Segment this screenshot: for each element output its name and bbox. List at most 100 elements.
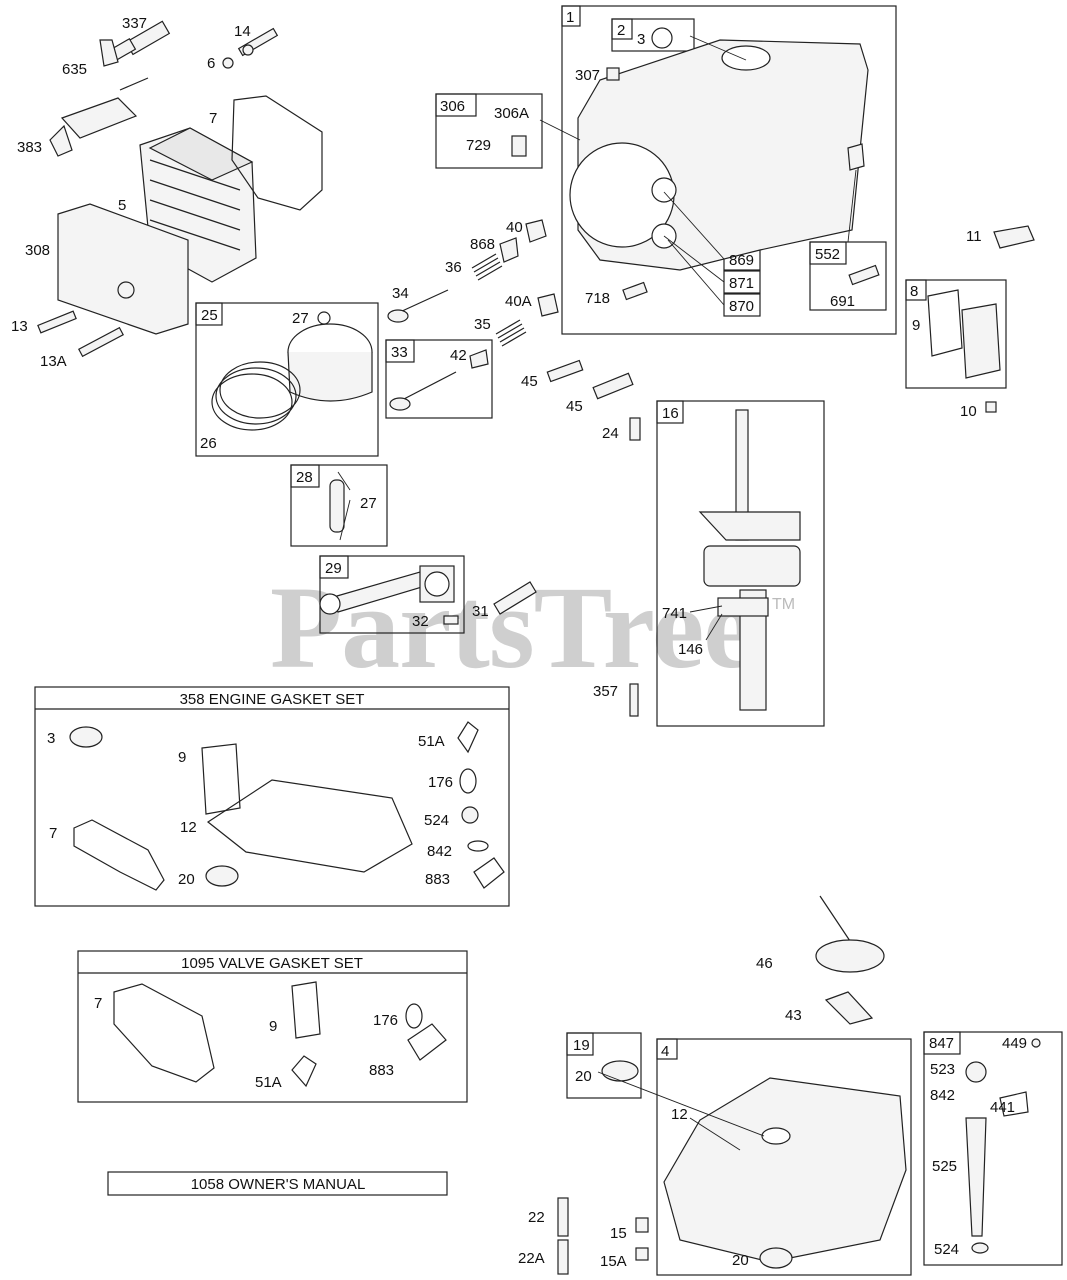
callout-40: 40 <box>506 219 523 236</box>
callout-9-kit: 9 <box>178 749 186 766</box>
gasket-883-valve-kit <box>407 1023 447 1061</box>
intake-valve <box>389 371 457 411</box>
crankshaft <box>698 409 801 711</box>
callout-5: 5 <box>118 197 126 214</box>
screw-449 <box>1031 1038 1041 1048</box>
bushing-729 <box>511 135 527 157</box>
callout-4: 4 <box>661 1043 669 1060</box>
valve-seal-40 <box>525 219 547 243</box>
spark-plug-boot <box>99 39 119 67</box>
callout-741: 741 <box>662 605 687 622</box>
callout-46: 46 <box>756 955 773 972</box>
gasket-51a-valve-kit <box>291 1055 317 1088</box>
callout-871: 871 <box>729 275 754 292</box>
callout-691: 691 <box>830 293 855 310</box>
callout-337: 337 <box>122 15 147 32</box>
crankcase-gasket-12 <box>206 779 413 873</box>
callout-9-breather: 9 <box>912 317 920 334</box>
bolt-22a <box>557 1239 569 1275</box>
seal-20-kit <box>205 865 239 887</box>
callout-869: 869 <box>729 252 754 269</box>
callout-2: 2 <box>617 22 625 39</box>
callout-3-kit: 3 <box>47 730 55 747</box>
group-box-cylinder <box>561 5 897 335</box>
gasket-9-kit <box>201 743 241 815</box>
callout-40a: 40A <box>505 293 532 310</box>
owners-manual-label: 1058 OWNER'S MANUAL <box>191 1176 366 1193</box>
callout-307: 307 <box>575 67 600 84</box>
gasket-51a <box>457 721 479 754</box>
callout-20-seal: 20 <box>575 1068 592 1085</box>
breather-tube <box>847 143 865 171</box>
group-box-847 <box>923 1031 1063 1266</box>
washer <box>222 57 234 69</box>
callout-842-kit: 842 <box>427 843 452 860</box>
seal-20-bottom <box>759 1247 793 1269</box>
callout-43: 43 <box>785 1007 802 1024</box>
bolt-13 <box>37 310 77 334</box>
callout-19: 19 <box>573 1037 590 1054</box>
piston-pin <box>329 479 345 533</box>
callout-33: 33 <box>391 344 408 361</box>
engine-gasket-set-title: 358 ENGINE GASKET SET <box>180 691 365 708</box>
governor-43 <box>824 991 874 1025</box>
connecting-rod <box>319 565 455 615</box>
callout-524-kit: 524 <box>424 812 449 829</box>
callout-883-kit: 883 <box>425 871 450 888</box>
exhaust-valve <box>387 289 449 323</box>
callout-552: 552 <box>815 246 840 263</box>
valve-spring-35 <box>495 319 527 347</box>
callout-524-dipstick: 524 <box>934 1241 959 1258</box>
bracket-441 <box>999 1091 1029 1117</box>
callout-357: 357 <box>593 683 618 700</box>
callout-308: 308 <box>25 242 50 259</box>
ignition-module <box>49 77 149 157</box>
gasket-176 <box>459 768 477 794</box>
engine-gasket-set-box <box>34 686 510 907</box>
sump <box>663 1077 907 1263</box>
valve-keeper-42 <box>469 349 489 369</box>
callout-45a: 45 <box>521 373 538 390</box>
breather-tube-11 <box>993 225 1035 249</box>
tappet-b <box>592 372 634 400</box>
partstree-watermark: PartsTree <box>270 562 756 693</box>
breather-gasket <box>927 289 963 357</box>
gasket-883 <box>473 857 505 889</box>
callout-8: 8 <box>910 283 918 300</box>
callout-12-sump: 12 <box>671 1106 688 1123</box>
seal-3 <box>651 27 673 49</box>
head-gasket-kit <box>73 819 165 891</box>
callout-27-pin: 27 <box>360 495 377 512</box>
callout-29: 29 <box>325 560 342 577</box>
callout-7-kit: 7 <box>49 825 57 842</box>
key-357 <box>629 683 639 717</box>
breather-cover <box>961 303 1001 379</box>
callout-13a: 13A <box>40 353 67 370</box>
valve-gasket-set-title: 1095 VALVE GASKET SET <box>181 955 363 972</box>
trademark-mark: TM <box>772 596 796 613</box>
callout-635: 635 <box>62 61 87 78</box>
callout-32: 32 <box>412 613 429 630</box>
head-gasket-valve-kit <box>113 983 215 1083</box>
plug-15 <box>635 1217 649 1233</box>
bolt-13a <box>78 326 124 358</box>
valve-gasket-set-box <box>77 950 468 1103</box>
callout-27-piston: 27 <box>292 310 309 327</box>
rod-bolt <box>443 615 459 625</box>
callout-7-valve: 7 <box>94 995 102 1012</box>
callout-523: 523 <box>930 1061 955 1078</box>
dowel-691 <box>848 264 880 286</box>
callout-36: 36 <box>445 259 462 276</box>
callout-31: 31 <box>472 603 489 620</box>
callout-729: 729 <box>466 137 491 154</box>
callout-11: 11 <box>966 228 982 245</box>
callout-525: 525 <box>932 1158 957 1175</box>
callout-25: 25 <box>201 307 218 324</box>
callout-28: 28 <box>296 469 313 486</box>
callout-146: 146 <box>678 641 703 658</box>
piston <box>287 323 373 402</box>
camshaft <box>815 895 885 973</box>
callout-306: 306 <box>440 98 465 115</box>
callout-870: 870 <box>729 298 754 315</box>
